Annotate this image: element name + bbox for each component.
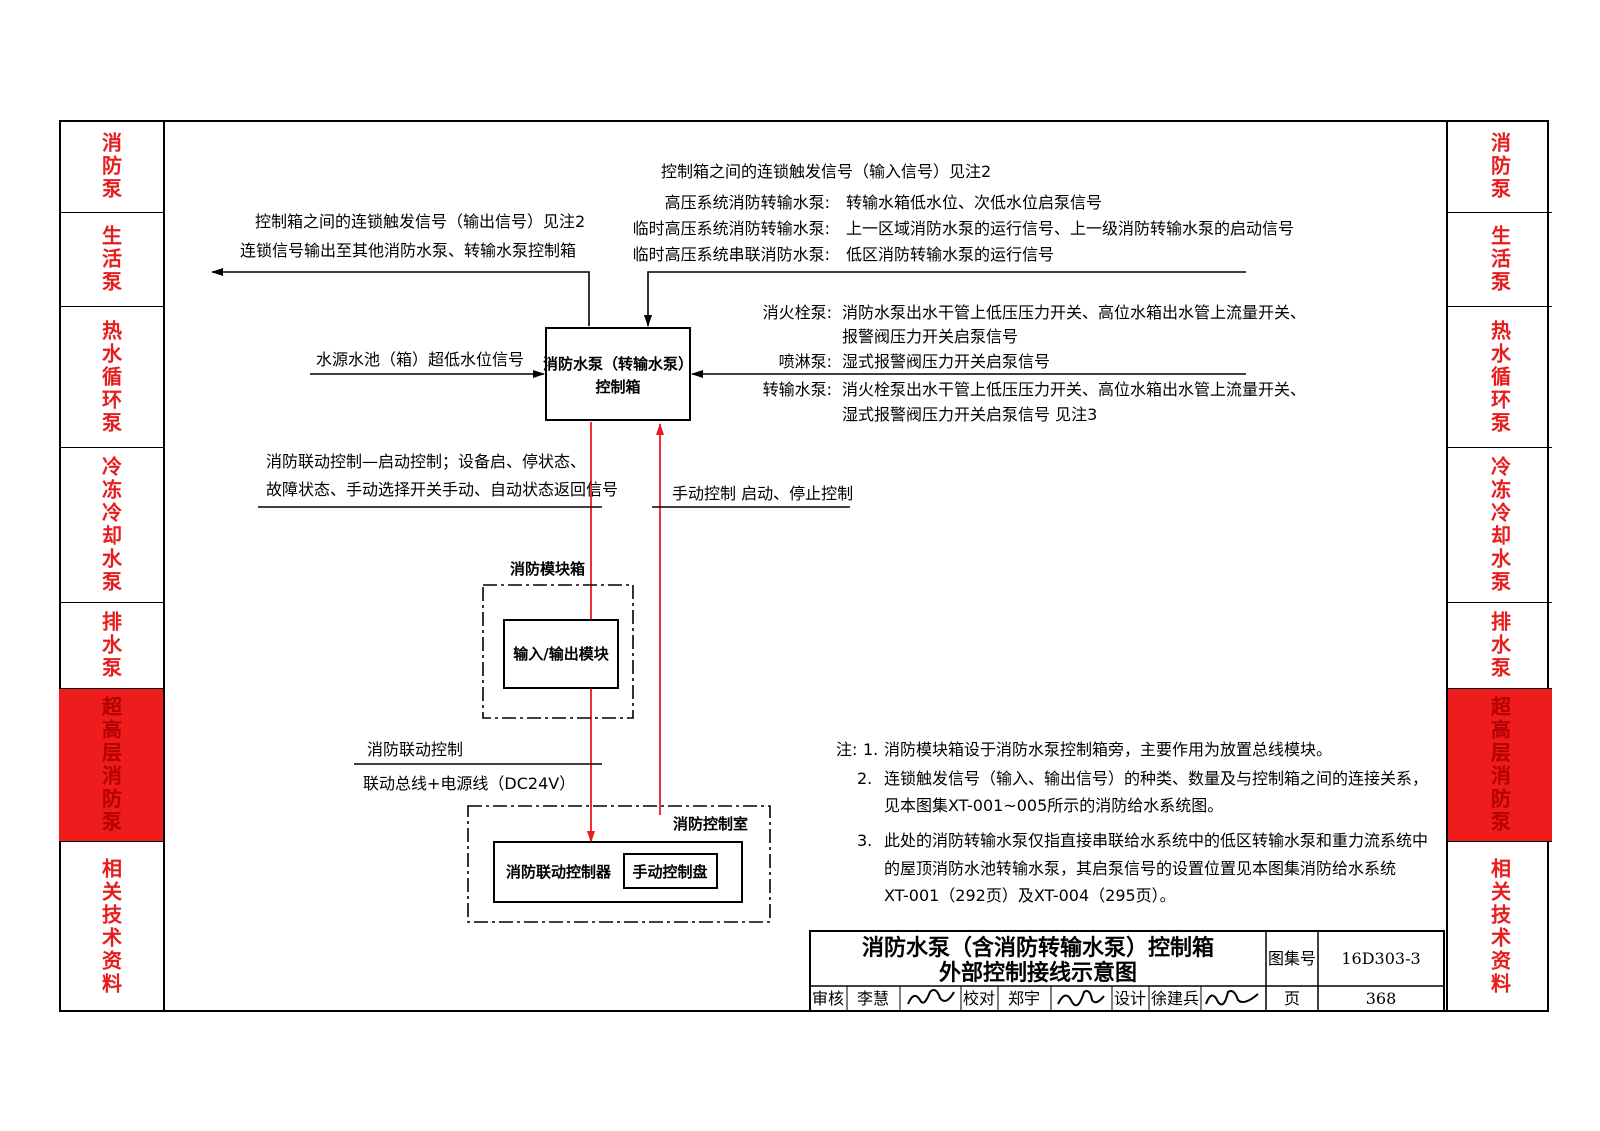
- input-row-label: 临时高压系统串联消防水泵:: [633, 245, 830, 264]
- atlas-number: 16D303-3: [1341, 949, 1420, 968]
- sidebar-item-drainage-pump[interactable]: 排水泵: [59, 603, 163, 689]
- drawing-title: 消防水泵（含消防转输水泵）控制箱: [862, 935, 1214, 961]
- sidebar-item-domestic-pump[interactable]: 生活泵: [1448, 213, 1552, 307]
- sidebar-item-label: 消防泵: [1487, 131, 1512, 201]
- sidebar-item-label: 冷冻冷却水泵: [98, 456, 123, 594]
- output-signal-destination: 连锁信号输出至其他消防水泵、转输水泵控制箱: [240, 241, 576, 260]
- designer-signature: [1205, 990, 1259, 1006]
- right-signal-text: 湿式报警阀压力开关启泵信号 见注3: [842, 405, 1097, 424]
- sidebar-item-label: 排水泵: [98, 611, 123, 680]
- sidebar-item-chilled-water-pump[interactable]: 冷冻冷却水泵: [1448, 448, 1552, 603]
- note-text: 见本图集XT-001~005所示的消防给水系统图。: [884, 796, 1223, 815]
- sidebar-item-label: 相关技术资料: [1487, 858, 1512, 996]
- right-signal-text: 消火栓泵出水干管上低压压力开关、高位水箱出水管上流量开关、: [842, 380, 1306, 399]
- right-signal-label: 转输水泵:: [763, 380, 832, 399]
- sidebar-item-fire-pump[interactable]: 消防泵: [59, 120, 163, 213]
- sidebar-item-hot-water-pump[interactable]: 热水循环泵: [1448, 307, 1552, 448]
- title-block: [809, 930, 1445, 1012]
- manual-panel-box: [623, 853, 718, 889]
- reviewer-signature: [907, 989, 955, 1005]
- control-room-enclosure: [467, 805, 771, 923]
- input-signal-line: [644, 271, 1246, 327]
- input-row-label: 临时高压系统消防转输水泵:: [633, 219, 830, 238]
- note-number: 3.: [857, 831, 872, 850]
- input-row-text: 低区消防转输水泵的运行信号: [846, 245, 1054, 264]
- sidebar-item-label: 消防泵: [98, 131, 123, 201]
- drawing-frame: [59, 120, 1549, 1012]
- checker-name: 郑宇: [1008, 989, 1040, 1008]
- designer-name: 徐建兵: [1151, 989, 1199, 1008]
- sidebar-item-label: 排水泵: [1487, 611, 1512, 680]
- notes-prefix: 注:: [836, 740, 857, 759]
- io-module-label: 输入/输出模块: [513, 645, 609, 663]
- output-signal-header: 控制箱之间的连锁触发信号（输出信号）见注2: [255, 212, 585, 231]
- module-box-enclosure: [482, 584, 634, 719]
- sidebar-item-highrise-fire-pump[interactable]: 超高层消防泵: [1448, 689, 1552, 842]
- input-row-label: 高压系统消防转输水泵:: [665, 193, 830, 212]
- sidebar-item-hot-water-pump[interactable]: 热水循环泵: [59, 307, 163, 448]
- sidebar-item-label: 热水循环泵: [1487, 319, 1512, 435]
- sidebar-left: 消防泵 生活泵 热水循环泵 冷冻冷却水泵 排水泵 超高层消防泵 相关技术资料: [59, 120, 165, 1012]
- right-signal-text: 湿式报警阀压力开关启泵信号: [842, 352, 1050, 371]
- page-label: 页: [1284, 989, 1300, 1008]
- module-box-title: 消防模块箱: [510, 560, 585, 578]
- output-signal-line: [211, 268, 590, 326]
- sidebar-right: 消防泵 生活泵 热水循环泵 冷冻冷却水泵 排水泵 超高层消防泵 相关技术资料: [1446, 120, 1552, 1012]
- sidebar-item-label: 热水循环泵: [98, 319, 123, 435]
- sidebar-item-drainage-pump[interactable]: 排水泵: [1448, 603, 1552, 689]
- reviewer-name: 李慧: [857, 989, 889, 1008]
- note-text: 的屋顶消防水池转输水泵，其启泵信号的设置位置见本图集消防给水系统: [884, 859, 1396, 878]
- sidebar-item-label: 超高层消防泵: [98, 696, 123, 834]
- bus-power-label: 联动总线+电源线（DC24V）: [363, 774, 575, 793]
- sidebar-item-label: 生活泵: [1487, 225, 1512, 294]
- note-text: 此处的消防转输水泵仅指直接串联给水系统中的低区转输水泵和重力流系统中: [884, 831, 1428, 850]
- note-text: 连锁触发信号（输入、输出信号）的种类、数量及与控制箱之间的连接关系，: [884, 769, 1428, 788]
- pump-controller-box: [545, 327, 691, 421]
- input-row-text: 转输水箱低水位、次低水位启泵信号: [846, 193, 1102, 212]
- right-signal-text: 报警阀压力开关启泵信号: [842, 327, 1018, 346]
- control-room-title: 消防控制室: [673, 815, 748, 833]
- sidebar-item-fire-pump[interactable]: 消防泵: [1448, 120, 1552, 213]
- pump-controller-label: 消防水泵（转输水泵）: [543, 355, 693, 373]
- sidebar-item-highrise-fire-pump[interactable]: 超高层消防泵: [59, 689, 163, 842]
- note-number: 2.: [857, 769, 872, 788]
- page-number: 368: [1366, 989, 1397, 1008]
- sidebar-item-domestic-pump[interactable]: 生活泵: [59, 213, 163, 307]
- right-signal-text: 消防水泵出水干管上低压压力开关、高位水箱出水管上流量开关、: [842, 303, 1306, 322]
- note-text: XT-001（292页）及XT-004（295页）。: [884, 886, 1176, 905]
- note-number: 1.: [863, 740, 878, 759]
- design-label: 设计: [1114, 989, 1146, 1008]
- sidebar-item-label: 超高层消防泵: [1487, 696, 1512, 834]
- linkage-control-label: 故障状态、手动选择开关手动、自动状态返回信号: [266, 480, 618, 499]
- linkage-control-label: 消防联动控制—启动控制；设备启、停状态、: [266, 452, 586, 471]
- review-label: 审核: [812, 989, 844, 1008]
- checker-signature: [1057, 990, 1105, 1007]
- right-signal-label: 喷淋泵:: [779, 352, 832, 371]
- sidebar-item-label: 相关技术资料: [98, 858, 123, 996]
- manual-panel-label: 手动控制盘: [632, 863, 707, 881]
- bus-label: 消防联动控制: [367, 740, 463, 759]
- right-signal-label: 消火栓泵:: [763, 303, 832, 322]
- sidebar-item-chilled-water-pump[interactable]: 冷冻冷却水泵: [59, 448, 163, 603]
- pump-controller-label: 控制箱: [595, 378, 640, 396]
- note-text: 消防模块箱设于消防水泵控制箱旁，主要作用为放置总线模块。: [884, 740, 1332, 759]
- drawing-subtitle: 外部控制接线示意图: [939, 960, 1137, 986]
- io-module-box: [503, 619, 619, 689]
- sidebar-item-label: 生活泵: [98, 225, 123, 294]
- water-level-signal-label: 水源水池（箱）超低水位信号: [316, 350, 524, 369]
- input-row-text: 上一区域消防水泵的运行信号、上一级消防转输水泵的启动信号: [846, 219, 1294, 238]
- check-label: 校对: [963, 989, 995, 1008]
- input-signal-header: 控制箱之间的连锁触发信号（输入信号）见注2: [661, 162, 991, 181]
- sidebar-item-technical-data[interactable]: 相关技术资料: [59, 842, 163, 1012]
- linkage-controller-label: 消防联动控制器: [506, 863, 612, 881]
- atlas-number-label: 图集号: [1268, 949, 1316, 968]
- sidebar-item-label: 冷冻冷却水泵: [1487, 456, 1512, 594]
- sidebar-item-technical-data[interactable]: 相关技术资料: [1448, 842, 1552, 1012]
- manual-control-label: 手动控制 启动、停止控制: [672, 484, 853, 503]
